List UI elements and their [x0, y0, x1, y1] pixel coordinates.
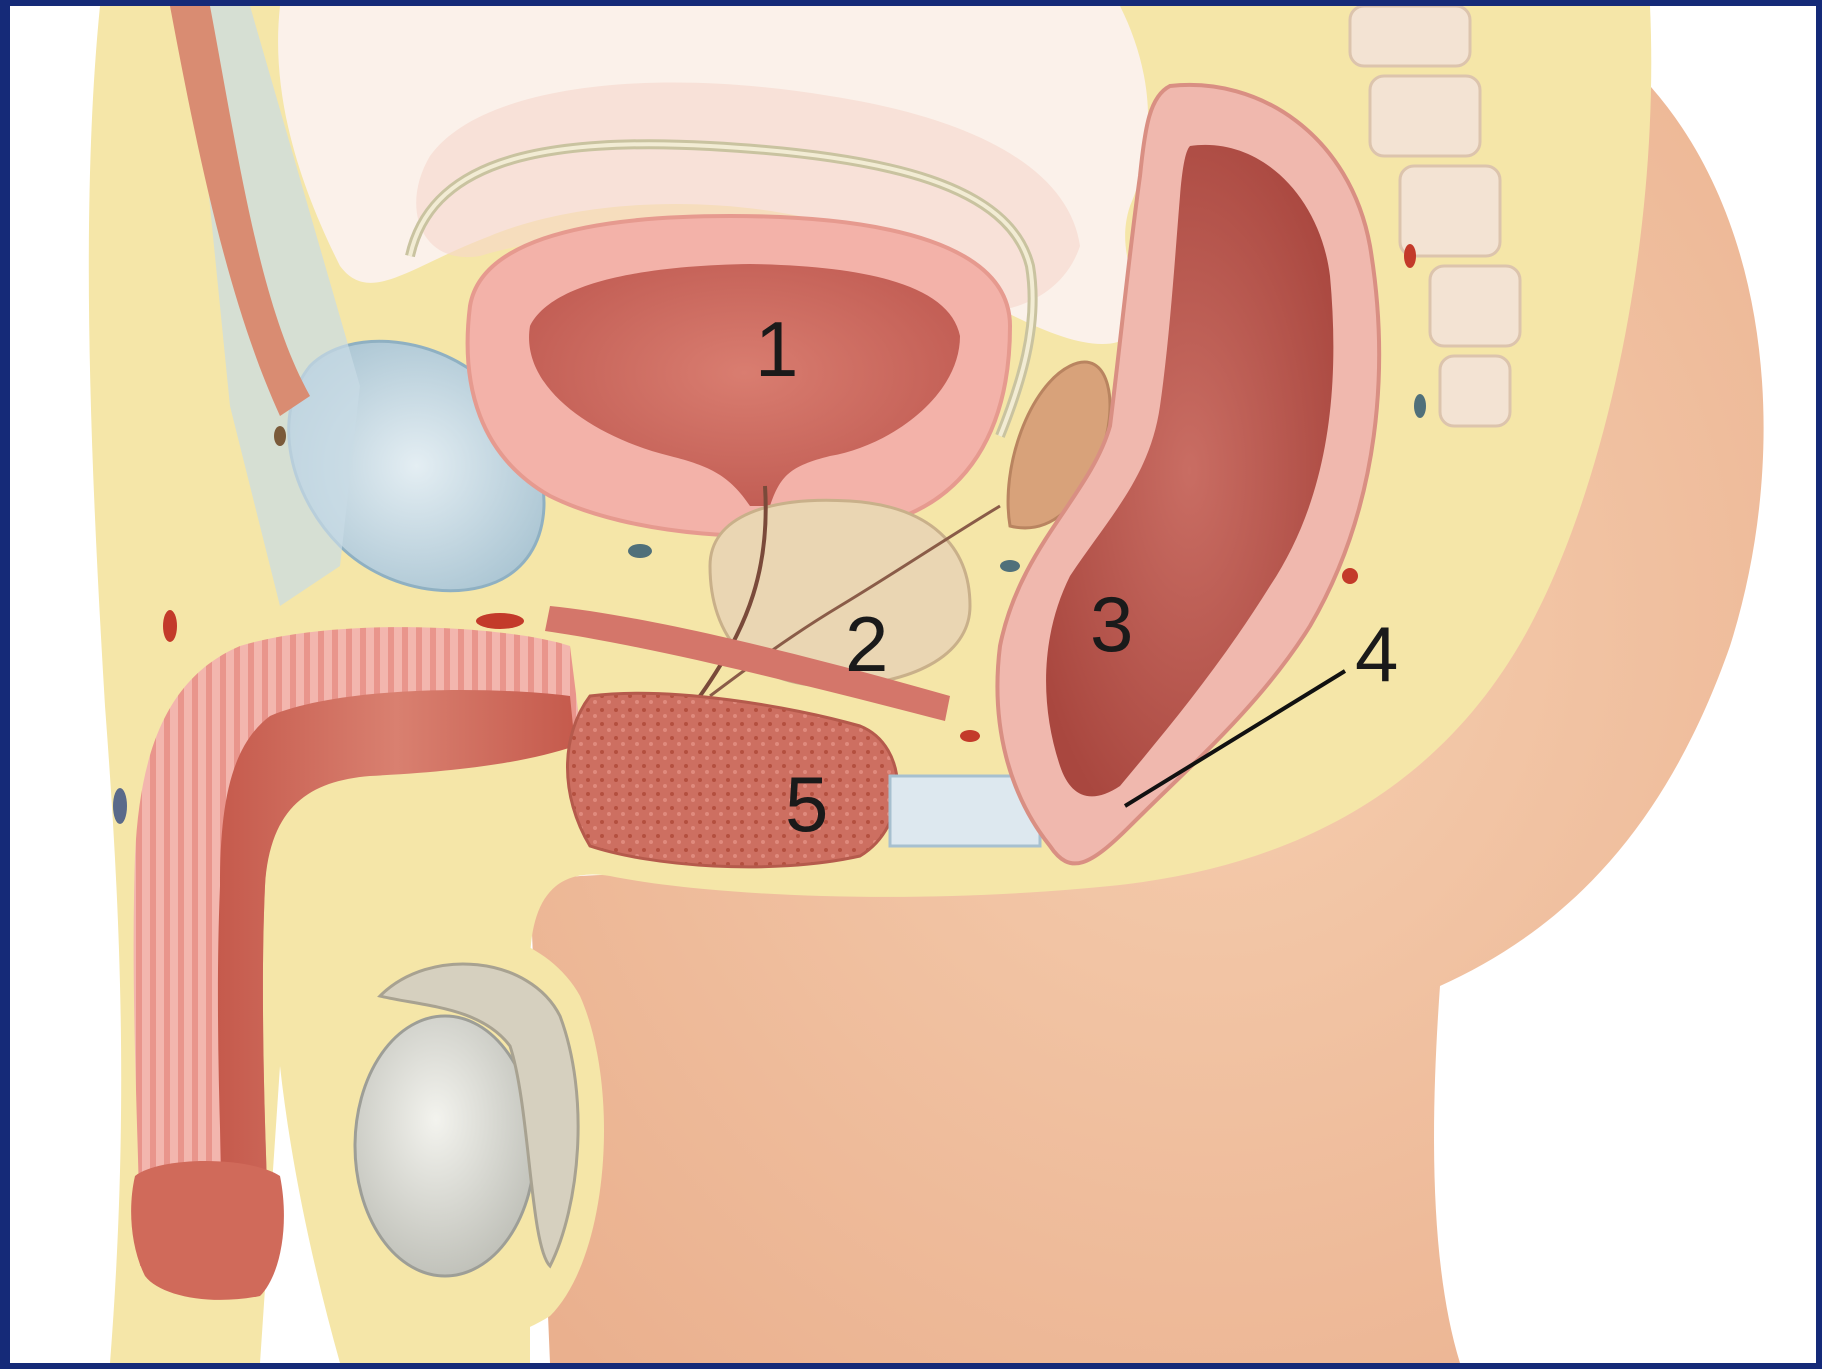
bladder-lumen [529, 264, 960, 506]
vessels [113, 244, 1426, 824]
label-2: 2 [845, 600, 888, 688]
sacrum [1348, 6, 1522, 428]
label-5: 5 [785, 760, 828, 848]
leader-line-4 [1123, 669, 1347, 808]
label-1: 1 [755, 305, 798, 393]
rectum-lumen [1046, 144, 1334, 797]
spermatic-cord [170, 6, 310, 416]
penile-bulb [566, 691, 899, 869]
anatomy-illustration: 1 2 3 4 5 [10, 6, 1816, 1363]
epididymis [377, 962, 580, 1269]
vas-deferens-inner [408, 142, 1035, 437]
label-3: 3 [1090, 580, 1133, 668]
body-skin [530, 6, 1764, 1363]
testis [353, 1014, 537, 1278]
label-4: 4 [1355, 610, 1398, 698]
glans [131, 1161, 284, 1300]
urogenital-muscle [545, 606, 950, 721]
